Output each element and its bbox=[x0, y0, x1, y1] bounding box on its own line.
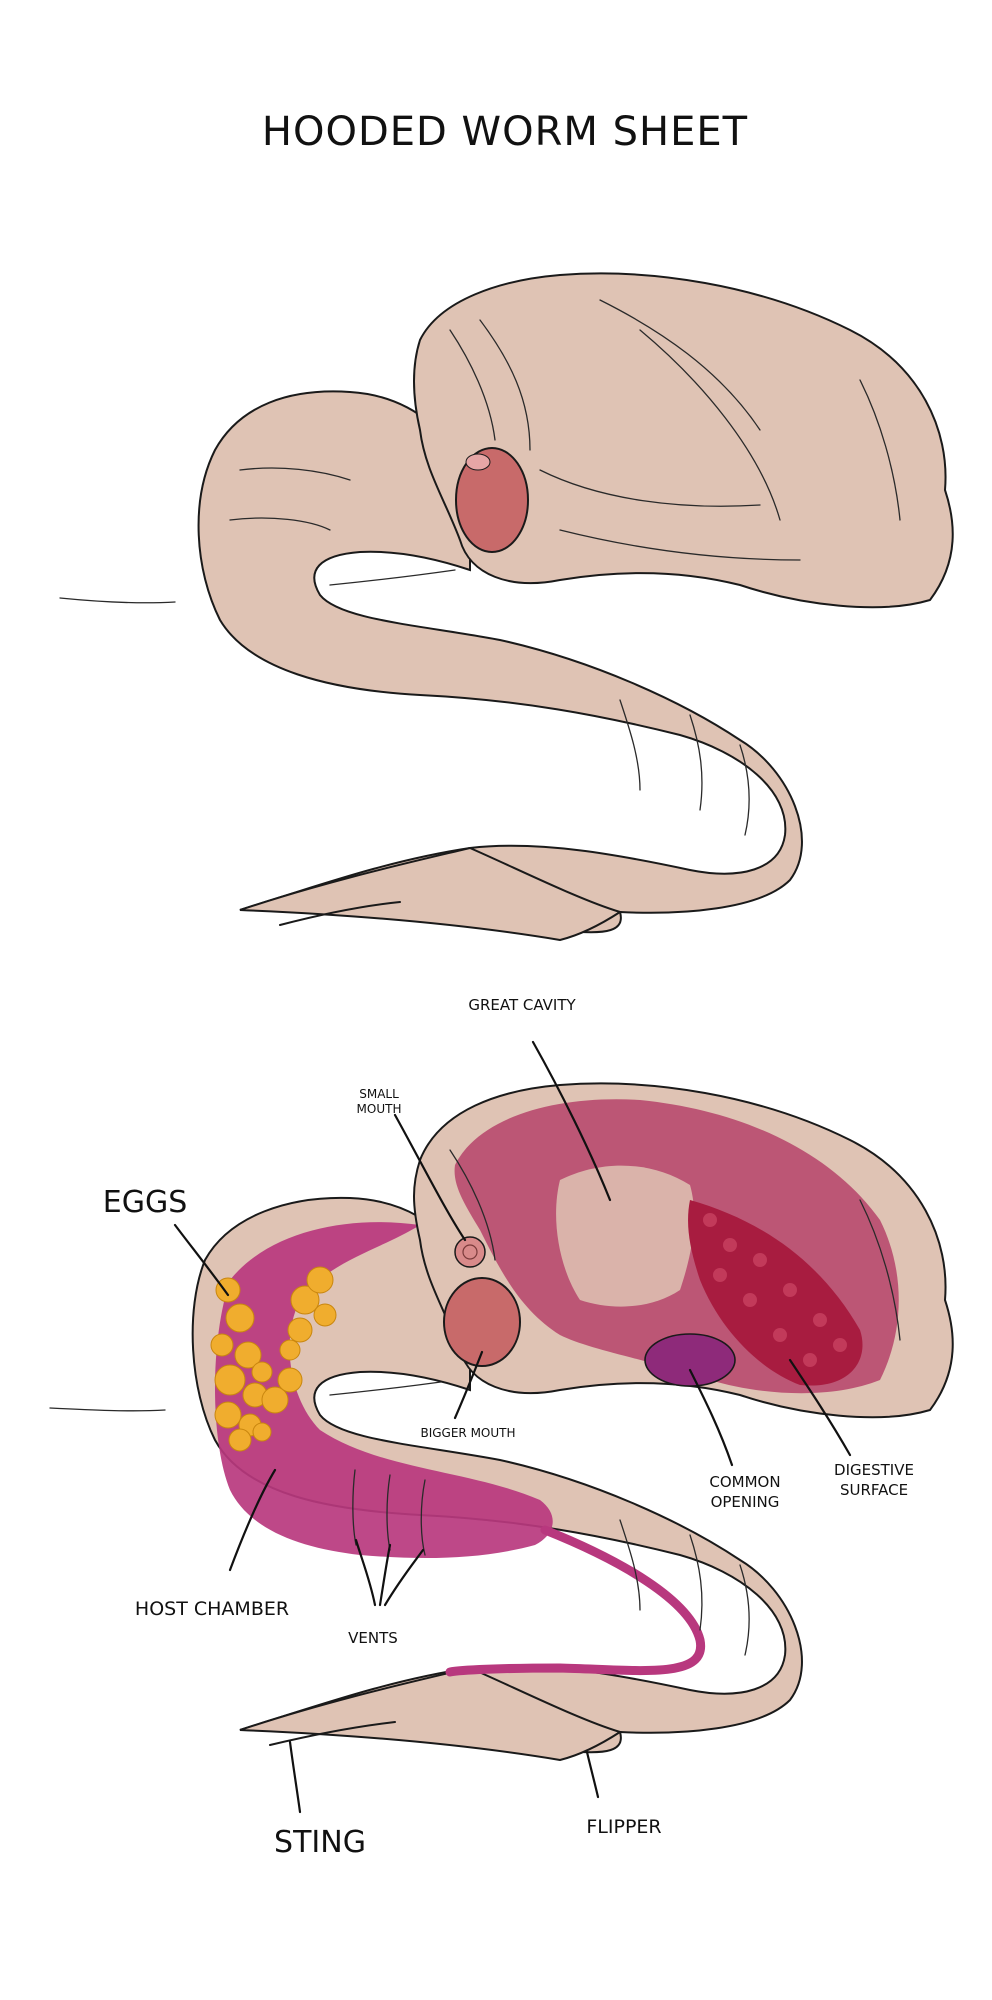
label-small-mouth-line1: SMALL bbox=[359, 1087, 399, 1101]
label-sting: STING bbox=[274, 1825, 366, 1860]
hood-ridge bbox=[859, 379, 901, 521]
vent-mark bbox=[352, 1469, 357, 1546]
hood-ridge bbox=[449, 1149, 496, 1261]
great-cavity-interior bbox=[556, 1165, 695, 1307]
host-chamber bbox=[215, 1222, 553, 1558]
hood-ridge bbox=[859, 1199, 901, 1341]
small-mouth-exterior bbox=[465, 453, 491, 471]
hood-ridge bbox=[599, 299, 761, 431]
common-opening bbox=[644, 1333, 736, 1387]
leader-flipper bbox=[585, 1750, 600, 1799]
label-flipper: FLIPPER bbox=[586, 1816, 661, 1838]
flipper-cutaway bbox=[239, 1666, 623, 1762]
label-host-chamber: HOST CHAMBER bbox=[135, 1598, 289, 1620]
leader-vent-1 bbox=[354, 1538, 377, 1607]
eggs-cluster bbox=[210, 1266, 337, 1452]
worm-body-cutaway bbox=[191, 1196, 803, 1754]
hood-ridge bbox=[479, 319, 531, 451]
label-digestive-surface-line2: SURFACE bbox=[840, 1481, 908, 1499]
label-common-opening-line1: COMMON bbox=[709, 1473, 780, 1491]
hood-ridge bbox=[639, 329, 781, 521]
worm-cutaway-figure bbox=[49, 1040, 954, 1814]
leader-bigger-mouth bbox=[453, 1350, 484, 1420]
leader-host-chamber bbox=[228, 1468, 277, 1572]
label-vents: VENTS bbox=[348, 1629, 398, 1647]
small-mouth-ring bbox=[462, 1244, 478, 1260]
flipper-exterior bbox=[239, 846, 623, 942]
leader-vent-2 bbox=[378, 1543, 392, 1607]
digestive-surface bbox=[688, 1200, 863, 1386]
hood-ridge bbox=[539, 469, 761, 507]
tail-channel bbox=[445, 1525, 706, 1677]
ground-line-left bbox=[59, 597, 176, 604]
ground-line-left bbox=[49, 1407, 166, 1412]
leader-common-opening bbox=[688, 1368, 734, 1467]
hood-ridge bbox=[449, 329, 496, 441]
body-ridge bbox=[739, 744, 750, 836]
label-small-mouth-line2: MOUTH bbox=[357, 1102, 402, 1116]
sting-exterior bbox=[279, 901, 401, 926]
leader-sting bbox=[288, 1740, 302, 1814]
leader-digestive-surface bbox=[788, 1358, 852, 1457]
sting-cutaway bbox=[269, 1721, 396, 1746]
label-common-opening-line2: OPENING bbox=[711, 1493, 780, 1511]
sheet-title: HOODED WORM SHEET bbox=[262, 109, 748, 155]
ground-line-mid bbox=[329, 1379, 456, 1396]
leader-great-cavity bbox=[531, 1040, 612, 1202]
body-ridge bbox=[619, 699, 641, 791]
hood-ridge bbox=[559, 529, 801, 561]
body-ridge bbox=[689, 1534, 703, 1631]
label-digestive-surface-line1: DIGESTIVE bbox=[834, 1461, 914, 1479]
body-ridge bbox=[619, 1519, 641, 1611]
leader-small-mouth bbox=[393, 1113, 467, 1242]
worm-exterior-figure bbox=[59, 272, 954, 942]
body-ridge bbox=[229, 517, 331, 531]
small-mouth bbox=[454, 1236, 486, 1268]
label-great-cavity: GREAT CAVITY bbox=[468, 996, 576, 1014]
body-ridge bbox=[689, 714, 703, 811]
leader-eggs bbox=[173, 1223, 230, 1297]
label-bigger-mouth: BIGGER MOUTH bbox=[420, 1426, 515, 1440]
worm-body-exterior bbox=[197, 390, 803, 934]
vent-mark bbox=[386, 1474, 391, 1551]
vent-mark bbox=[420, 1479, 426, 1556]
leader-vent-3 bbox=[383, 1548, 425, 1607]
label-eggs: EGGS bbox=[103, 1185, 188, 1220]
hood-exterior bbox=[413, 272, 954, 609]
bigger-mouth bbox=[443, 1277, 521, 1367]
mouth-exterior bbox=[455, 447, 529, 553]
ground-line-mid bbox=[329, 569, 456, 586]
body-ridge bbox=[239, 467, 351, 481]
body-ridge bbox=[739, 1564, 750, 1656]
